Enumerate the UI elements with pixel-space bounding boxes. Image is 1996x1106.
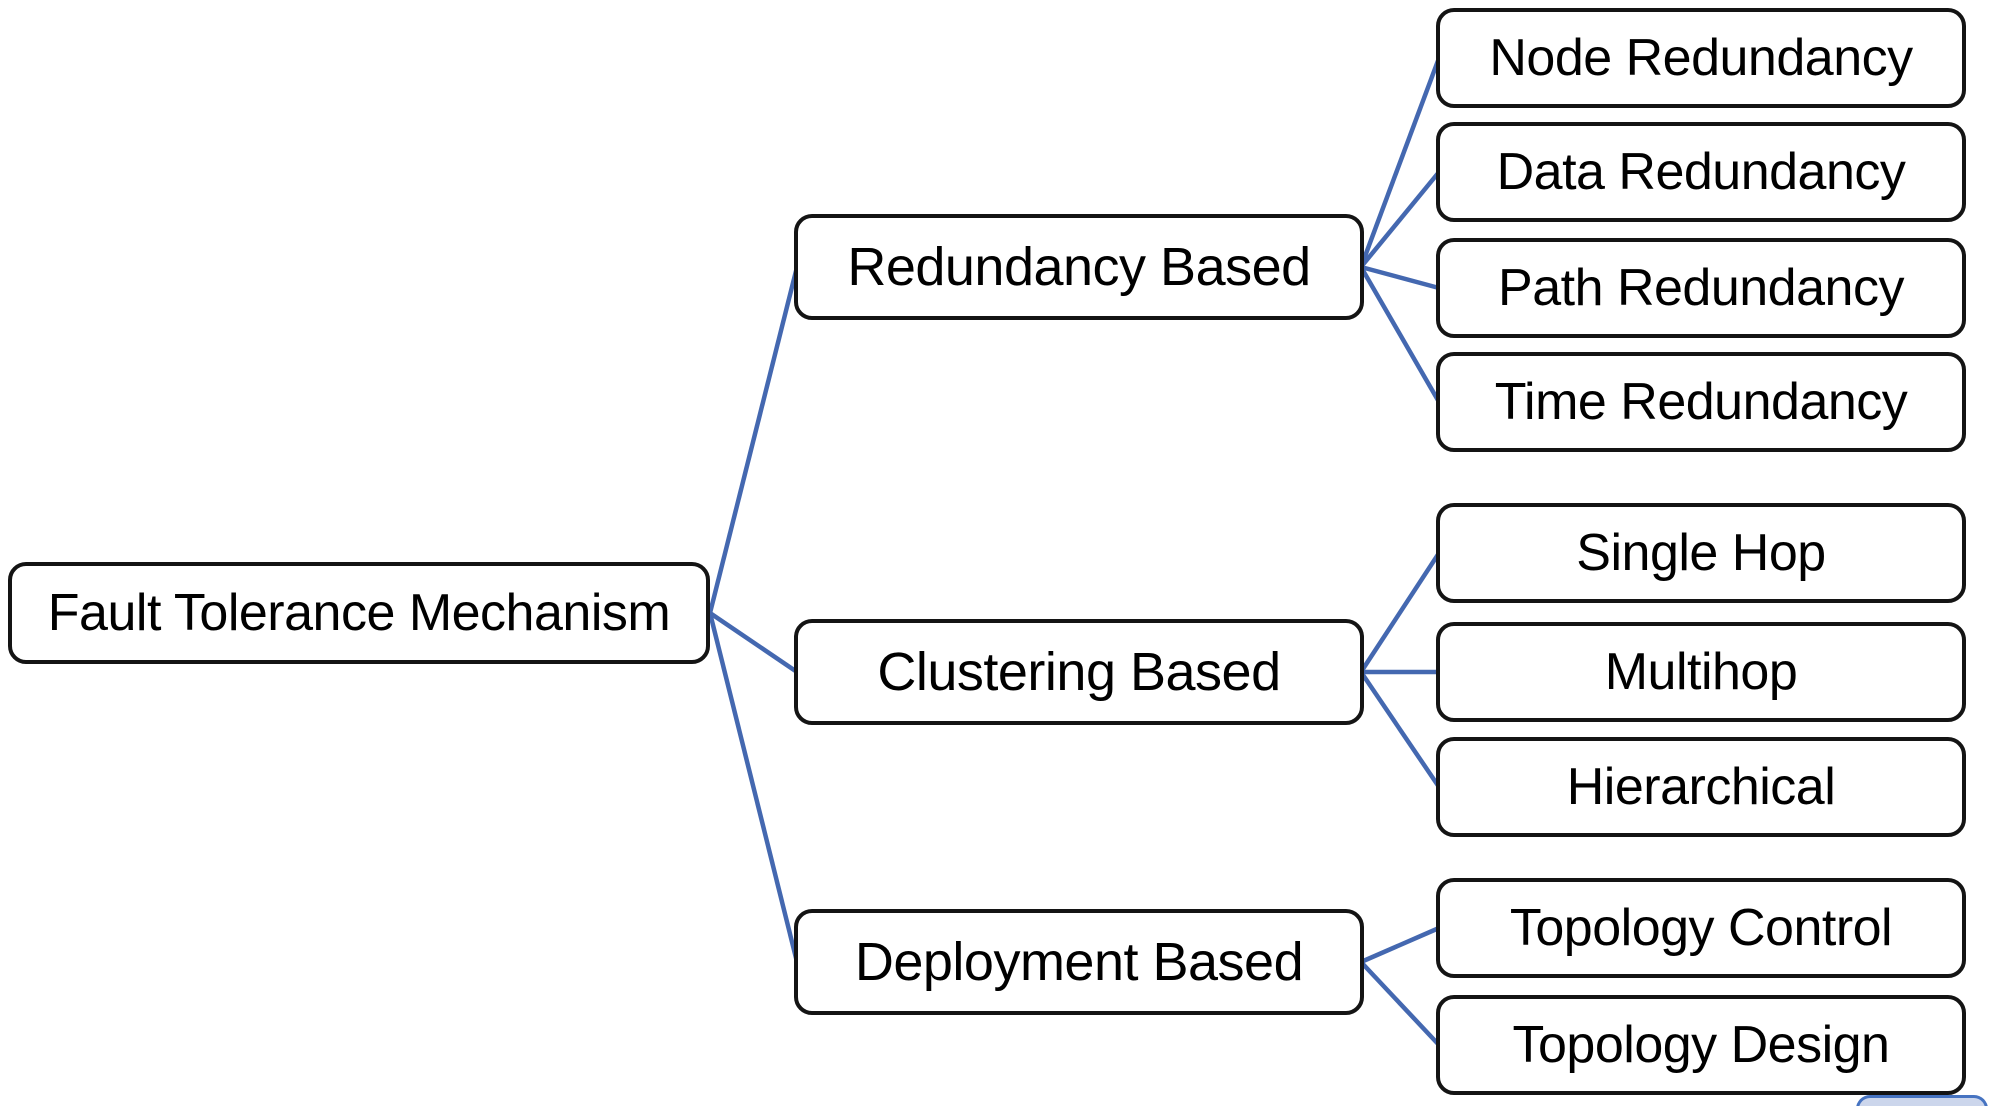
cropped-blue-shape xyxy=(1856,1095,1988,1106)
node-deployment-based: Deployment Based xyxy=(794,909,1364,1015)
node-fault-tolerance-mechanism: Fault Tolerance Mechanism xyxy=(8,562,710,664)
connector-root-redundancy xyxy=(707,266,800,614)
node-path-redundancy: Path Redundancy xyxy=(1436,238,1966,338)
node-redundancy-based: Redundancy Based xyxy=(794,214,1364,320)
node-multihop: Multihop xyxy=(1436,622,1966,722)
node-data-redundancy: Data Redundancy xyxy=(1436,122,1966,222)
connector-redundancy-node xyxy=(1358,57,1442,268)
node-topology-control: Topology Control xyxy=(1436,878,1966,978)
node-clustering-based: Clustering Based xyxy=(794,619,1364,725)
connector-root-clustering xyxy=(708,611,799,674)
node-topology-design: Topology Design xyxy=(1436,995,1966,1095)
connector-deployment-topocontrol xyxy=(1360,925,1440,965)
connector-clustering-hierarchical xyxy=(1359,670,1441,789)
node-single-hop: Single Hop xyxy=(1436,503,1966,603)
connector-redundancy-data xyxy=(1359,170,1441,269)
connector-clustering-singlehop xyxy=(1359,551,1441,674)
connector-root-deployment xyxy=(707,612,800,963)
node-hierarchical: Hierarchical xyxy=(1436,737,1966,837)
node-node-redundancy: Node Redundancy xyxy=(1436,8,1966,108)
connector-redundancy-path xyxy=(1360,264,1440,291)
node-time-redundancy: Time Redundancy xyxy=(1436,352,1966,452)
connector-deployment-topodesign xyxy=(1359,960,1441,1047)
connector-redundancy-time xyxy=(1359,265,1441,404)
